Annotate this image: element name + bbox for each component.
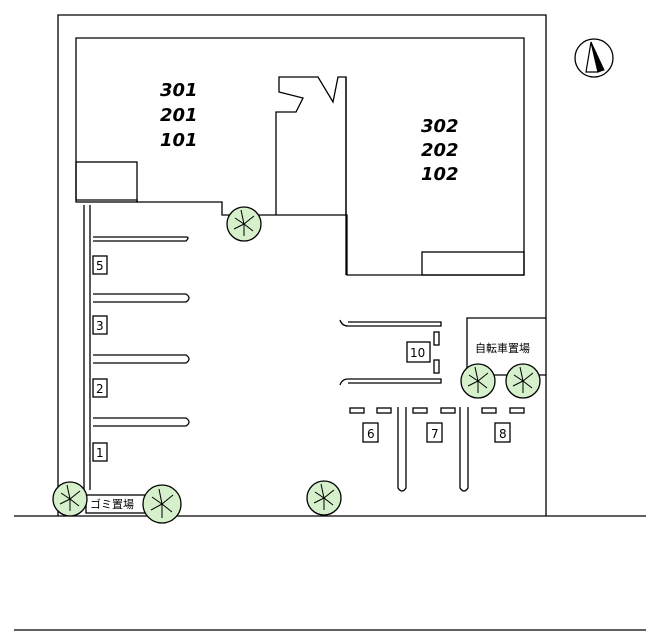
property-boundary [57,14,547,516]
tree-icon [460,363,496,399]
parking-divider [459,407,469,492]
wheel-stop [481,407,497,414]
tree-icon [52,481,88,517]
bicycle-parking-outline [466,317,546,372]
north-arrow-icon [574,38,614,78]
wheel-stop [349,407,365,414]
svg-text:ゴミ置場: ゴミ置場 [90,497,134,511]
unit-label-a-2: 201 [160,105,198,126]
svg-text:6: 6 [367,427,375,441]
parking-space-3: 3 [92,315,108,335]
parking-divider [339,378,442,386]
unit-label-b-2: 202 [421,140,459,161]
parking-divider [339,319,442,327]
svg-text:3: 3 [96,319,104,333]
parking-space-8: 8 [494,422,511,443]
parking-space-2: 2 [92,378,108,398]
svg-text:1: 1 [96,446,104,460]
svg-text:7: 7 [431,427,439,441]
wheel-stop [440,407,456,414]
garbage-area: ゴミ置場 [85,494,147,514]
parking-divider [93,236,189,242]
unit-label-a-3: 301 [160,80,198,101]
parking-space-6: 6 [362,422,379,443]
bicycle-parking-label: 自転車置場 [475,341,530,355]
svg-text:5: 5 [96,259,104,273]
wheel-stop [376,407,392,414]
svg-text:8: 8 [499,427,507,441]
parking-divider [93,354,190,364]
parking-divider [93,417,190,427]
wheel-stop [412,407,428,414]
parking-divider [397,407,407,492]
parking-space-7: 7 [426,422,443,443]
tree-icon [306,480,342,516]
stairwell [275,76,347,215]
tree-icon [505,363,541,399]
svg-text:10: 10 [410,346,425,360]
unit-label-b-1: 102 [421,164,459,185]
parking-space-1: 1 [92,442,108,462]
wheel-stop [433,331,440,346]
building-b-annex [421,251,525,276]
unit-label-a-1: 101 [160,130,198,151]
parking-space-5: 5 [92,255,108,275]
parking-space-10: 10 [406,341,431,363]
wheel-stop [433,359,440,374]
parking-divider [93,293,190,303]
svg-text:2: 2 [96,382,104,396]
tree-icon [142,484,182,524]
unit-label-b-3: 302 [421,116,459,137]
wheel-stop [509,407,525,414]
building-a-annex [75,161,138,203]
tree-icon [226,206,262,242]
